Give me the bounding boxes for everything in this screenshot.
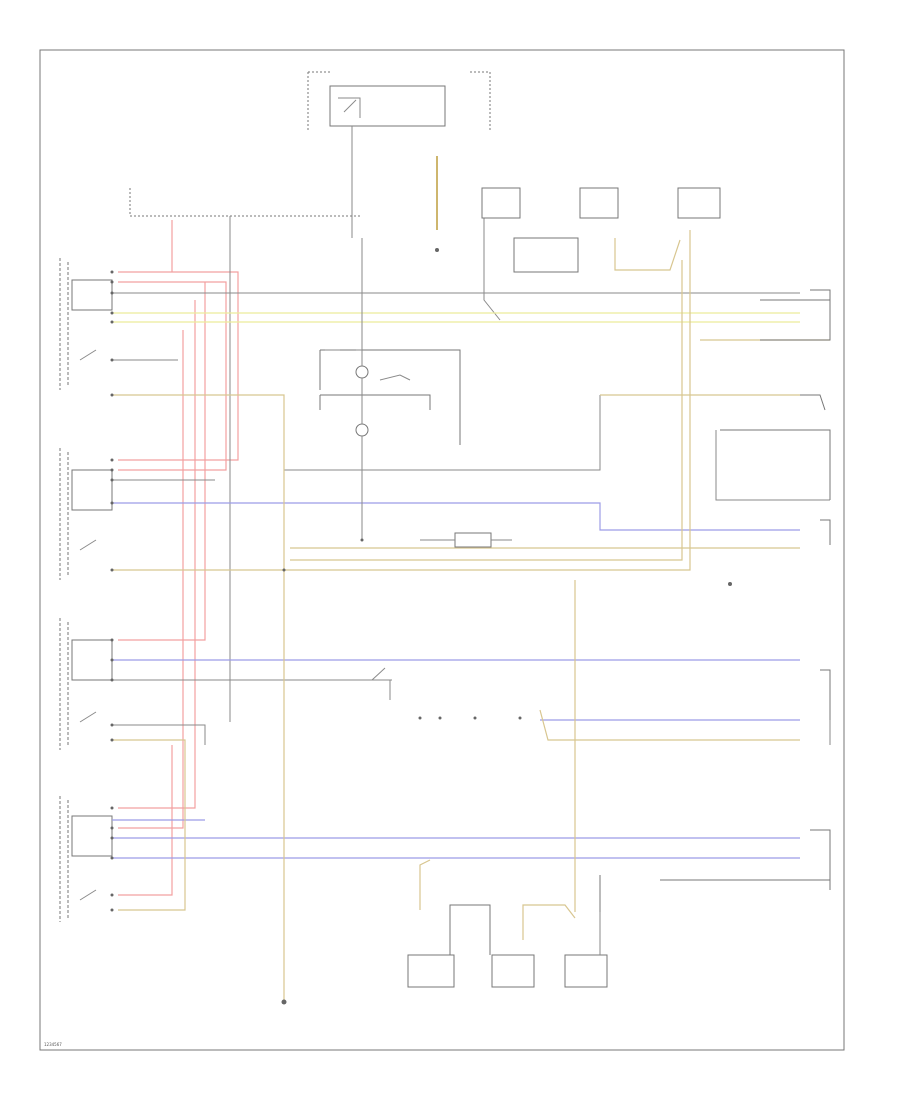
footer-code: 1234567: [44, 1042, 62, 1047]
rear-seat-heater: [420, 532, 512, 548]
terminals: [110, 270, 522, 912]
center-component: [319, 238, 461, 540]
fuse-relay-panel: [129, 71, 491, 238]
right-connectors: [599, 289, 831, 912]
grey-wires: [112, 216, 831, 745]
red-wires: [118, 220, 239, 896]
module-1: [59, 258, 113, 390]
top-right-components: [481, 187, 831, 341]
ground-points: [281, 248, 732, 1005]
module-2: [59, 448, 113, 580]
yellow-wires: [112, 156, 830, 1000]
module-4: [59, 796, 113, 922]
blue-wires: [112, 502, 800, 859]
right-switch: [348, 667, 392, 700]
module-3: [59, 618, 113, 750]
diagram-frame: [39, 49, 845, 1051]
bottom-modules: [407, 904, 608, 988]
